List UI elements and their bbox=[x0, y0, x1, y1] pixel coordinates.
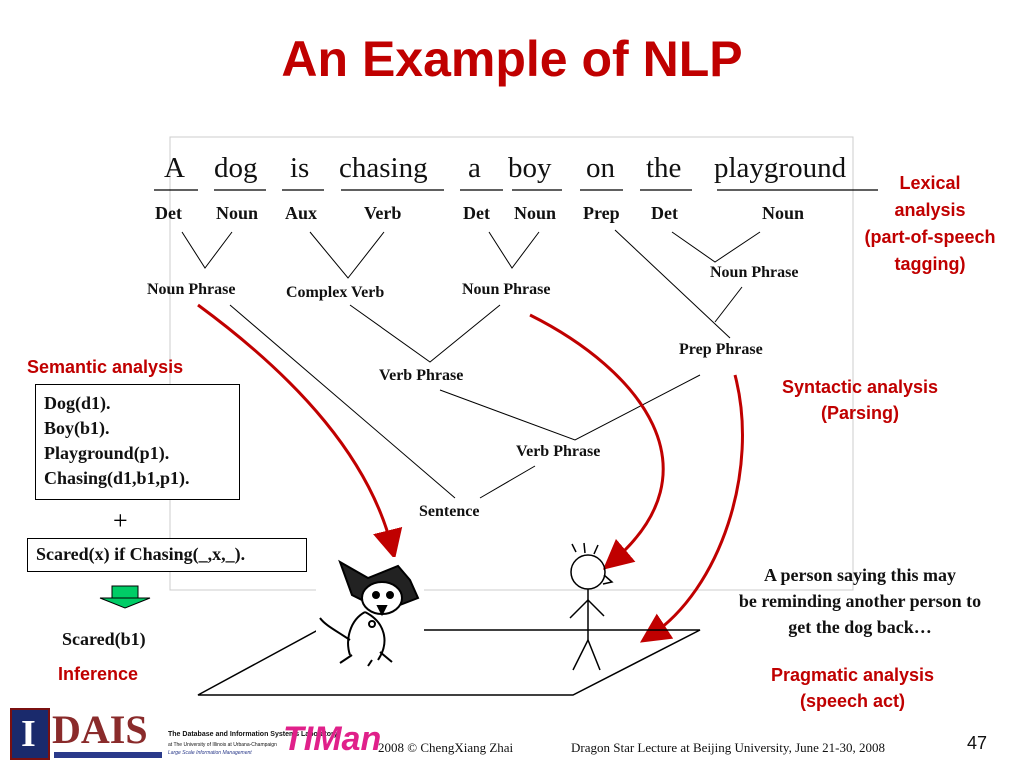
ground-plane bbox=[197, 629, 701, 696]
rule-box: Scared(x) if Chasing(_,x,_). bbox=[27, 538, 307, 572]
semantic-fact-dog: Dog(d1). bbox=[44, 393, 111, 413]
tag-det-1: Det bbox=[155, 203, 182, 223]
dais-univ: at The University of Illinois at Urbana-… bbox=[168, 742, 277, 748]
word-chasing: chasing bbox=[339, 152, 428, 184]
word-boy: boy bbox=[508, 152, 552, 184]
pragmatic-note-line-2: be reminding another person to bbox=[738, 591, 982, 611]
semantic-analysis-label: Semantic analysis bbox=[27, 357, 184, 377]
lexical-line-3: (part-of-speech bbox=[864, 227, 996, 247]
word-playground: playground bbox=[714, 152, 847, 184]
tag-noun-2: Noun bbox=[514, 203, 557, 223]
lexical-analysis-label: Lexical analysis (part-of-speech tagging… bbox=[840, 170, 1020, 278]
tag-aux: Aux bbox=[285, 203, 318, 223]
semantic-fact-chasing: Chasing(d1,b1,p1). bbox=[44, 468, 190, 488]
dais-logo: DAIS bbox=[52, 707, 148, 752]
semantic-box: Dog(d1). Boy(b1). Playground(p1). Chasin… bbox=[35, 384, 240, 500]
lexical-line-2: analysis bbox=[894, 200, 966, 220]
lexical-line-4: tagging) bbox=[894, 254, 966, 274]
pragmatic-note-line-3: get the dog back… bbox=[788, 617, 932, 637]
syntactic-line-1: Syntactic analysis bbox=[781, 377, 939, 397]
semantic-fact-playground: Playground(p1). bbox=[44, 443, 170, 463]
node-verb-phrase-2: Verb Phrase bbox=[516, 443, 601, 460]
illinois-logo: I bbox=[10, 708, 50, 760]
stick-figure bbox=[569, 542, 614, 671]
dais-group: Large Scale Information Management bbox=[168, 750, 252, 756]
lexical-line-1: Lexical bbox=[899, 173, 961, 193]
word-the: the bbox=[646, 152, 682, 184]
node-sentence: Sentence bbox=[419, 503, 480, 520]
dais-underline bbox=[54, 752, 162, 758]
page-number: 47 bbox=[967, 733, 988, 753]
tag-noun-1: Noun bbox=[216, 203, 259, 223]
footer-copyright: 2008 © ChengXiang Zhai bbox=[378, 740, 514, 755]
node-noun-phrase-3: Noun Phrase bbox=[710, 264, 799, 281]
node-prep-phrase: Prep Phrase bbox=[679, 341, 763, 358]
pragmatic-note-line-1: A person saying this may bbox=[763, 565, 957, 585]
inference-result: Scared(b1) bbox=[62, 629, 146, 649]
footer-lecture: Dragon Star Lecture at Beijing Universit… bbox=[571, 740, 885, 755]
timan-logo: TIMan bbox=[283, 720, 382, 758]
word-a-2: a bbox=[468, 152, 481, 184]
tag-det-2: Det bbox=[463, 203, 490, 223]
dog-illustration bbox=[316, 557, 424, 667]
word-a: A bbox=[164, 152, 185, 184]
node-complex-verb: Complex Verb bbox=[286, 284, 385, 301]
tag-noun-3: Noun bbox=[762, 203, 805, 223]
pragmatic-analysis-label: Pragmatic analysis (speech act) bbox=[735, 662, 970, 714]
image-frame bbox=[169, 136, 854, 591]
word-on: on bbox=[586, 152, 615, 184]
rule-text: Scared(x) if Chasing(_,x,_). bbox=[36, 544, 246, 564]
green-down-arrow bbox=[99, 585, 151, 609]
tag-prep: Prep bbox=[583, 203, 620, 223]
pragmatic-line-1: Pragmatic analysis bbox=[770, 665, 935, 685]
pragmatic-note: A person saying this may be reminding an… bbox=[700, 562, 1020, 640]
pragmatic-line-2: (speech act) bbox=[799, 691, 906, 711]
syntactic-analysis-label: Syntactic analysis (Parsing) bbox=[745, 374, 975, 426]
parse-tree-lines bbox=[181, 229, 761, 499]
dais-lab-name: The Database and Information Systems Lab… bbox=[168, 731, 338, 738]
syntactic-line-2: (Parsing) bbox=[820, 403, 899, 423]
word-dog: dog bbox=[214, 152, 258, 184]
word-is: is bbox=[290, 152, 310, 184]
slide-title: An Example of NLP bbox=[281, 31, 743, 87]
semantic-fact-boy: Boy(b1). bbox=[44, 418, 110, 438]
inference-label: Inference bbox=[58, 664, 139, 684]
node-verb-phrase-1: Verb Phrase bbox=[379, 367, 464, 384]
node-noun-phrase-1: Noun Phrase bbox=[147, 281, 236, 298]
tag-det-3: Det bbox=[651, 203, 678, 223]
tag-verb: Verb bbox=[364, 203, 402, 223]
red-arrows bbox=[197, 303, 744, 643]
node-noun-phrase-2: Noun Phrase bbox=[462, 281, 551, 298]
plus-sign: + bbox=[113, 506, 128, 535]
illinois-logo-mark: I bbox=[21, 713, 36, 755]
